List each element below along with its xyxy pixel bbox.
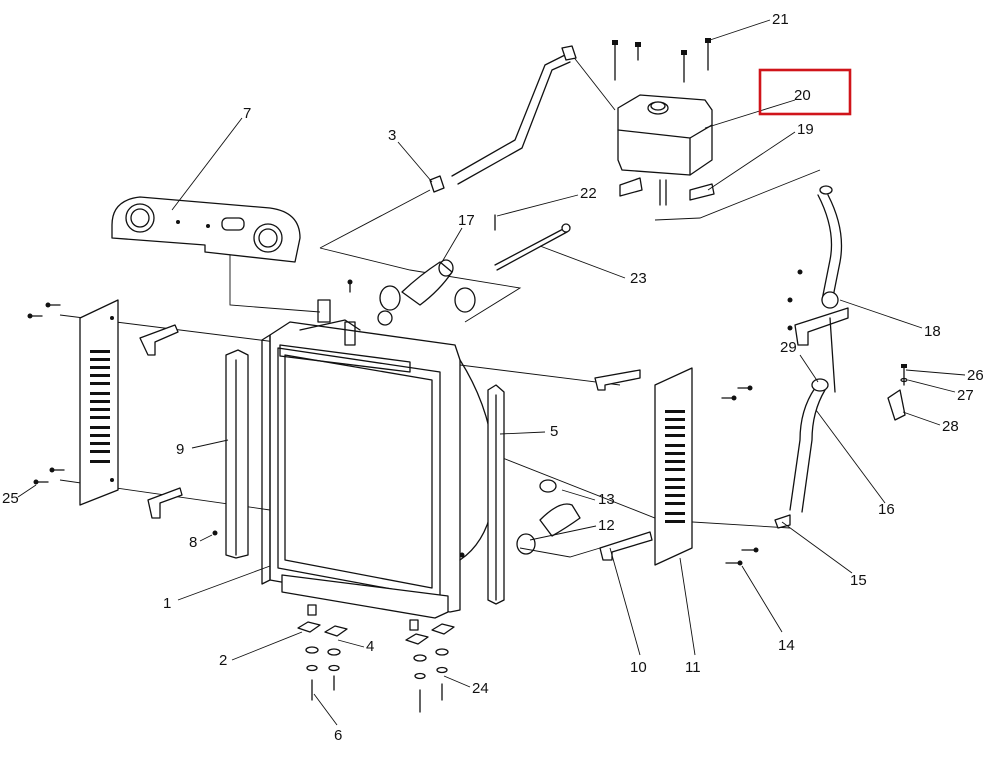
- part-23-tie-rod: [494, 214, 571, 271]
- callout-2: 2: [219, 652, 227, 669]
- callout-19: 19: [797, 121, 814, 138]
- callout-4: 4: [366, 638, 374, 655]
- callout-20: 20: [794, 87, 811, 104]
- callout-9: 9: [176, 441, 184, 458]
- callout-29: 29: [780, 339, 797, 356]
- part-13-lower-hose: [516, 479, 581, 555]
- callout-5: 5: [550, 423, 558, 440]
- part-1-radiator: [261, 299, 496, 619]
- part-9-side-seal: [225, 349, 249, 559]
- part-21-bolts: [612, 38, 711, 83]
- part-7-shroud-plate: [111, 196, 301, 263]
- callout-16: 16: [878, 501, 895, 518]
- callout-7: 7: [243, 105, 251, 122]
- callout-22: 22: [580, 185, 597, 202]
- part-5-side-seal: [487, 384, 505, 605]
- mounting-pads-and-washers: [297, 604, 455, 713]
- part-20-expansion-tank: [617, 94, 715, 206]
- callout-8: 8: [189, 534, 197, 551]
- callout-13: 13: [598, 491, 615, 508]
- callout-11: 11: [685, 659, 701, 676]
- callout-leader-lines: [17, 19, 966, 726]
- part-17-upper-hose: [379, 259, 476, 313]
- callout-27: 27: [957, 387, 974, 404]
- right-side-screen-panel: [594, 367, 693, 566]
- callout-18: 18: [924, 323, 941, 340]
- part-28-bracket: [887, 364, 908, 421]
- callout-labels: 1 2 3 4 5 6 7 8 9 10 11 12 13 14 15 16 1…: [2, 11, 984, 744]
- part-3-overflow-pipe: [429, 45, 577, 193]
- callout-23: 23: [630, 270, 647, 287]
- callout-25: 25: [2, 490, 19, 507]
- callout-26: 26: [967, 367, 984, 384]
- loose-fasteners: [27, 279, 759, 566]
- callout-28: 28: [942, 418, 959, 435]
- callout-12: 12: [598, 517, 615, 534]
- callout-21: 21: [772, 11, 789, 28]
- callout-6: 6: [334, 727, 342, 744]
- left-side-screen-panel: [79, 299, 183, 519]
- callout-3: 3: [388, 127, 396, 144]
- callout-15: 15: [850, 572, 867, 589]
- callout-17: 17: [458, 212, 475, 229]
- callout-24: 24: [472, 680, 489, 697]
- callout-20-highlight-box: [758, 68, 852, 116]
- callout-14: 14: [778, 637, 795, 654]
- callout-1: 1: [163, 595, 171, 612]
- part-16-return-hose: [774, 185, 849, 529]
- callout-10: 10: [630, 659, 647, 676]
